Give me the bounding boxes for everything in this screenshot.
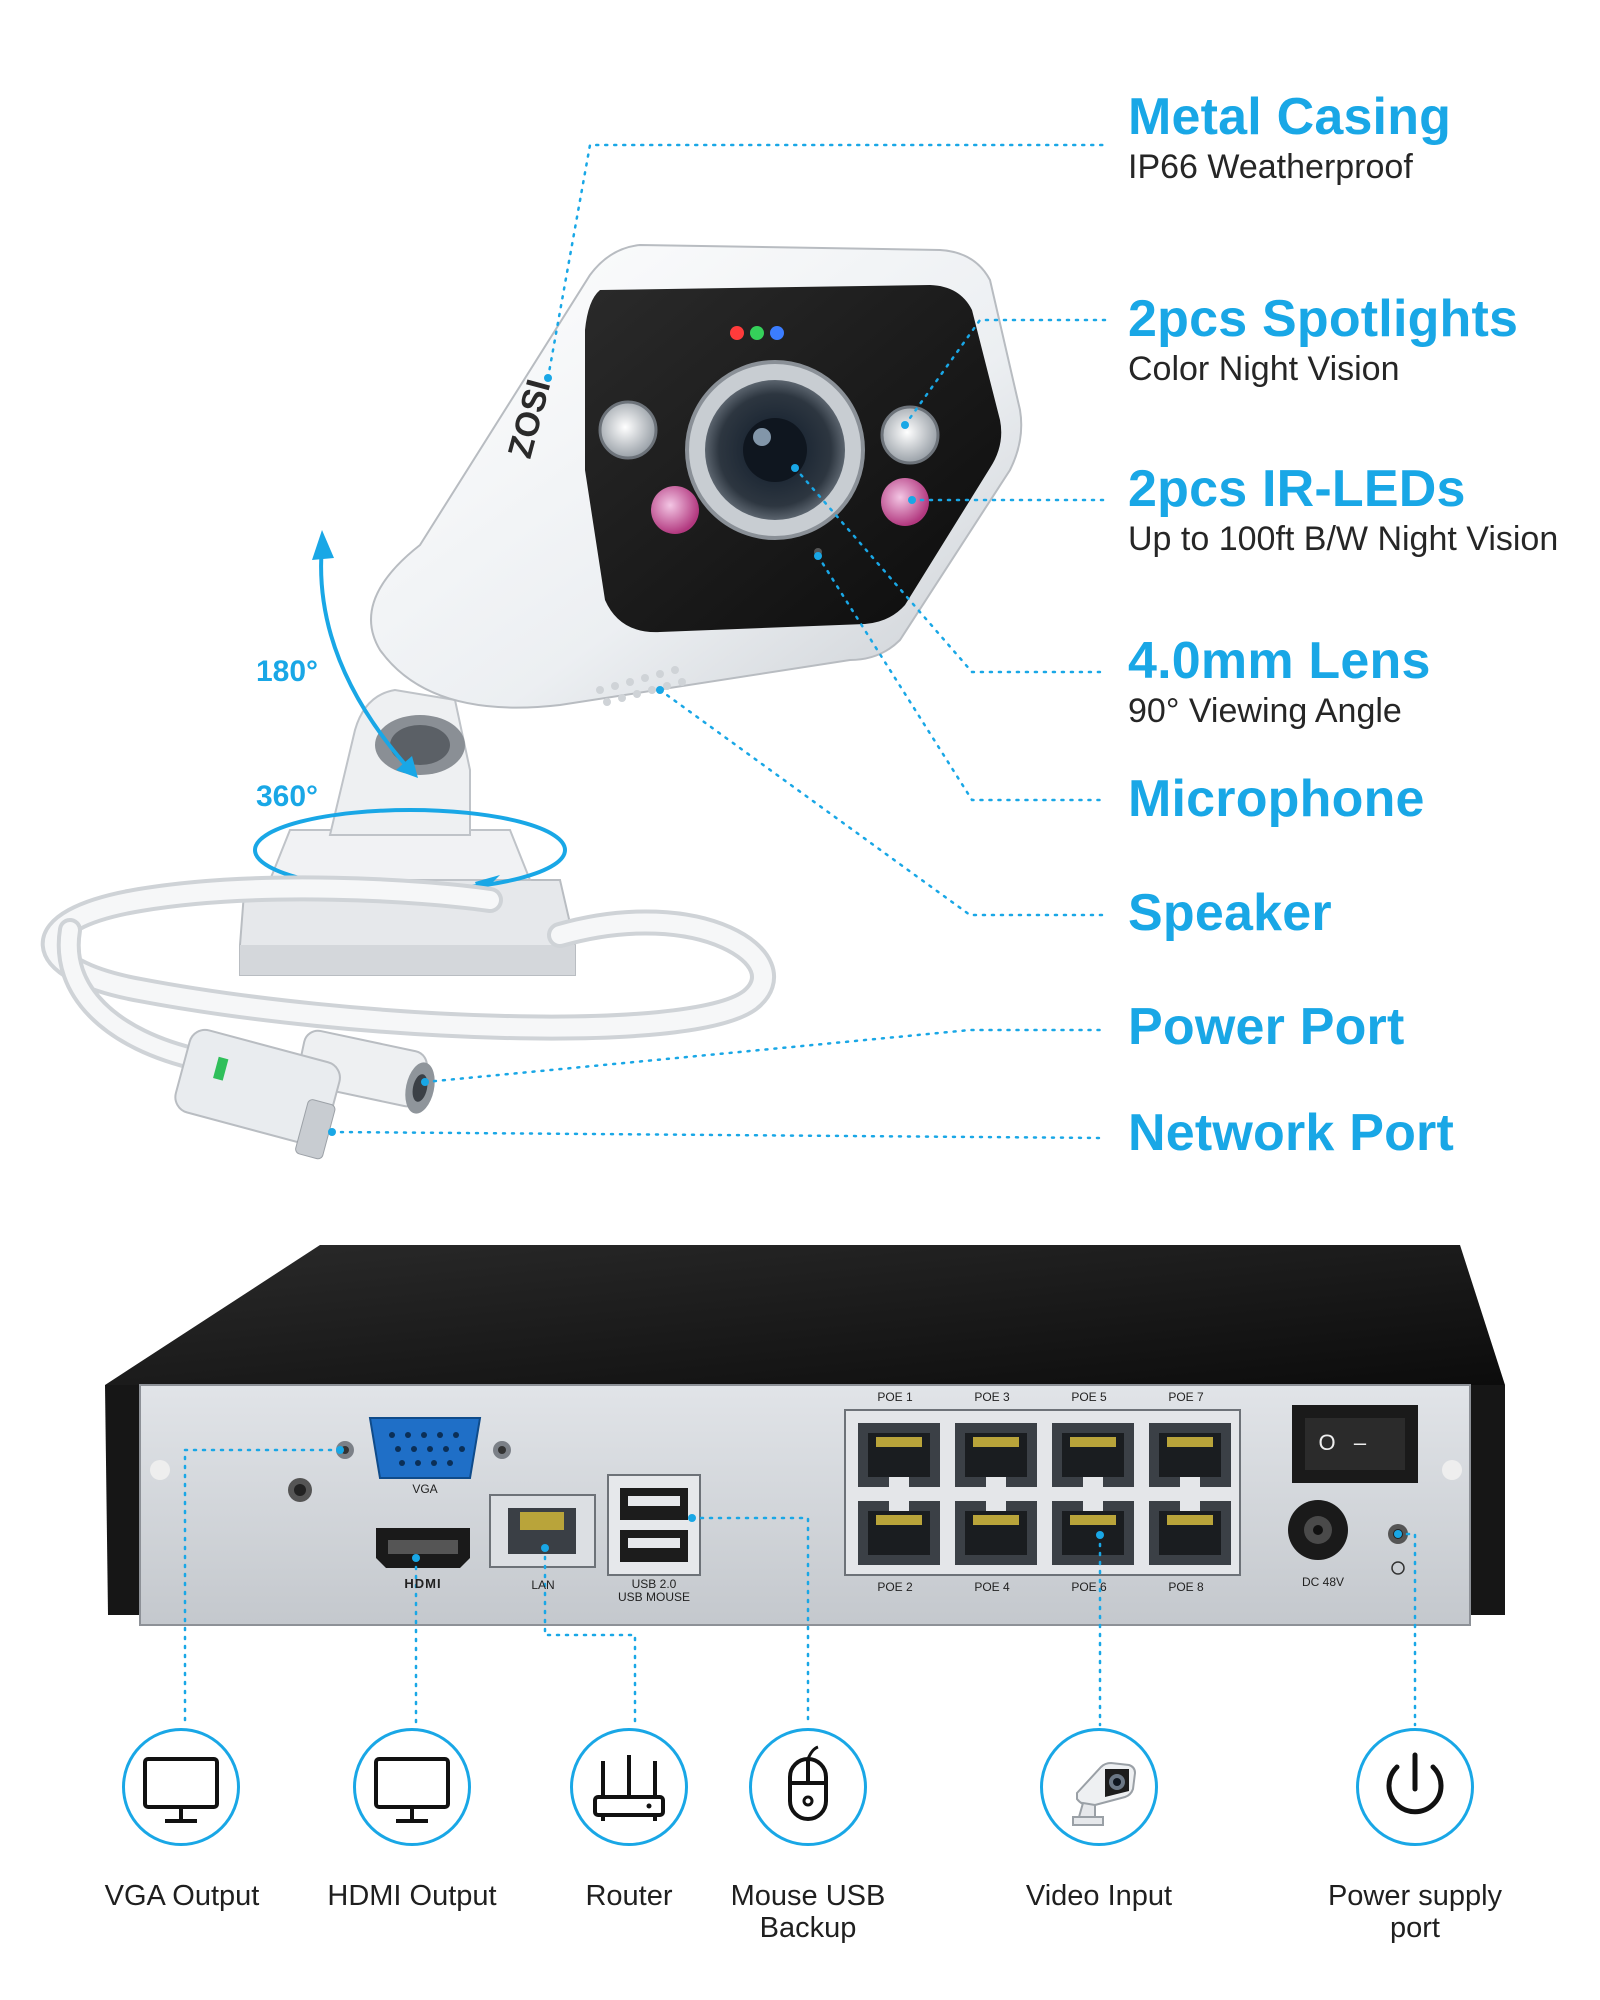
rotation-vertical-label: 180° <box>256 655 319 688</box>
icon-label-line1: Mouse USB <box>730 1880 886 1912</box>
poe5-label: POE 5 <box>1071 1390 1107 1404</box>
icon-label-line1: Video Input <box>1025 1880 1173 1912</box>
router-icon-circle <box>570 1728 688 1846</box>
spotlight-right <box>880 405 940 465</box>
poe-jack <box>858 1501 940 1565</box>
nvr-leader-lines <box>183 1448 1417 1727</box>
nvr-top-cover <box>105 1245 1505 1385</box>
camera-mount <box>239 688 576 976</box>
callout-title: Metal Casing <box>1128 88 1452 146</box>
callout-title: 2pcs Spotlights <box>1128 290 1519 348</box>
poe2-label: POE 2 <box>877 1580 913 1594</box>
dc-power-jack <box>1288 1500 1348 1560</box>
callout-speaker: Speaker <box>1128 884 1588 942</box>
hdmi-output-icon-circle <box>353 1728 471 1846</box>
router-label: Router <box>519 1880 739 1912</box>
camera-leader-lines <box>330 143 1107 1140</box>
callout-power-port: Power Port <box>1128 998 1588 1056</box>
poe-jack <box>955 1423 1037 1487</box>
poe1-label: POE 1 <box>877 1390 913 1404</box>
icon-label-line2: port <box>1390 1912 1440 1944</box>
poe-jack <box>955 1501 1037 1565</box>
hdmi-port <box>376 1528 470 1568</box>
hdmi-output-label: HDMI Output <box>302 1880 522 1912</box>
callout-title: Speaker <box>1128 884 1332 942</box>
nvr-device <box>105 1245 1505 1626</box>
lan-label: LAN <box>531 1578 555 1592</box>
vga-label: VGA <box>412 1482 438 1496</box>
rotation-horizontal-label: 360° <box>256 780 319 813</box>
poe-jack <box>1052 1423 1134 1487</box>
power-supply-port-label: Power supply port <box>1305 1880 1525 1944</box>
dc-label: DC 48V <box>1301 1575 1345 1589</box>
icon-label-line1: Router <box>585 1880 673 1912</box>
ir-led-left <box>651 486 699 534</box>
monitor-icon <box>374 1757 450 1823</box>
poe7-label: POE 7 <box>1168 1390 1204 1404</box>
callout-title: Network Port <box>1128 1104 1455 1162</box>
callout-subtitle: Up to 100ft B/W Night Vision <box>1128 520 1559 558</box>
poe4-label: POE 4 <box>974 1580 1010 1594</box>
vga-port <box>336 1417 511 1479</box>
callout-lens: 4.0mm Lens 90° Viewing Angle <box>1128 632 1588 732</box>
callout-title: Power Port <box>1128 998 1405 1056</box>
router-icon <box>593 1755 665 1821</box>
switch-off-label: – <box>1353 1430 1367 1455</box>
camera-illustration: ZOSI <box>40 243 1023 1160</box>
callout-metal-casing: Metal Casing IP66 Weatherproof <box>1128 88 1588 188</box>
mouse-icon-circle <box>749 1728 867 1846</box>
mouse-usb-backup-label: Mouse USB Backup <box>698 1880 918 1944</box>
spotlight-left <box>598 400 658 460</box>
usb-label: USB 2.0 USB MOUSE <box>604 1578 704 1604</box>
callout-ir-leds: 2pcs IR-LEDs Up to 100ft B/W Night Visio… <box>1128 460 1588 560</box>
ir-led-right <box>881 478 929 526</box>
poe3-label: POE 3 <box>974 1390 1010 1404</box>
power-switch <box>1292 1405 1418 1483</box>
vga-output-icon-circle <box>122 1728 240 1846</box>
callout-title: 2pcs IR-LEDs <box>1128 460 1466 518</box>
power-icon <box>1386 1752 1444 1815</box>
usb-label-line1: USB 2.0 <box>631 1577 677 1591</box>
callout-subtitle: Color Night Vision <box>1128 350 1400 388</box>
callout-subtitle: IP66 Weatherproof <box>1128 148 1413 186</box>
poe-jack <box>1149 1501 1231 1565</box>
poe6-label: POE 6 <box>1071 1580 1107 1594</box>
switch-on-label: O <box>1318 1430 1336 1455</box>
camera-body: ZOSI <box>370 243 1023 709</box>
hdmi-label: HDMI <box>404 1576 442 1591</box>
mouse-icon <box>788 1745 828 1821</box>
network-connector <box>174 1028 341 1160</box>
callout-title: 4.0mm Lens <box>1128 632 1431 690</box>
poe-jack <box>1052 1501 1134 1565</box>
callout-microphone: Microphone <box>1128 770 1588 828</box>
poe-jack <box>1149 1423 1231 1487</box>
camera-cable <box>40 875 776 1072</box>
icon-label-line1: HDMI Output <box>327 1880 497 1912</box>
nvr-back-panel <box>139 1384 1471 1626</box>
vga-output-label: VGA Output <box>72 1880 292 1912</box>
power-supply-icon-circle <box>1356 1728 1474 1846</box>
callout-spotlights: 2pcs Spotlights Color Night Vision <box>1128 290 1588 390</box>
icon-label-line1: VGA Output <box>104 1880 260 1912</box>
icon-label-line2: Backup <box>759 1912 857 1944</box>
poe8-label: POE 8 <box>1168 1580 1204 1594</box>
callout-title: Microphone <box>1128 770 1425 828</box>
camera-icon <box>1072 1761 1137 1826</box>
video-input-icon-circle <box>1040 1728 1158 1846</box>
video-input-label: Video Input <box>989 1880 1209 1912</box>
lan-port <box>489 1494 596 1568</box>
icon-label-line1: Power supply <box>1327 1880 1503 1912</box>
callout-network-port: Network Port <box>1128 1104 1588 1162</box>
callout-subtitle: 90° Viewing Angle <box>1128 692 1402 730</box>
poe-jack <box>858 1423 940 1487</box>
monitor-icon <box>143 1757 219 1823</box>
usb-label-line2: USB MOUSE <box>617 1590 690 1604</box>
usb-ports <box>607 1474 701 1576</box>
